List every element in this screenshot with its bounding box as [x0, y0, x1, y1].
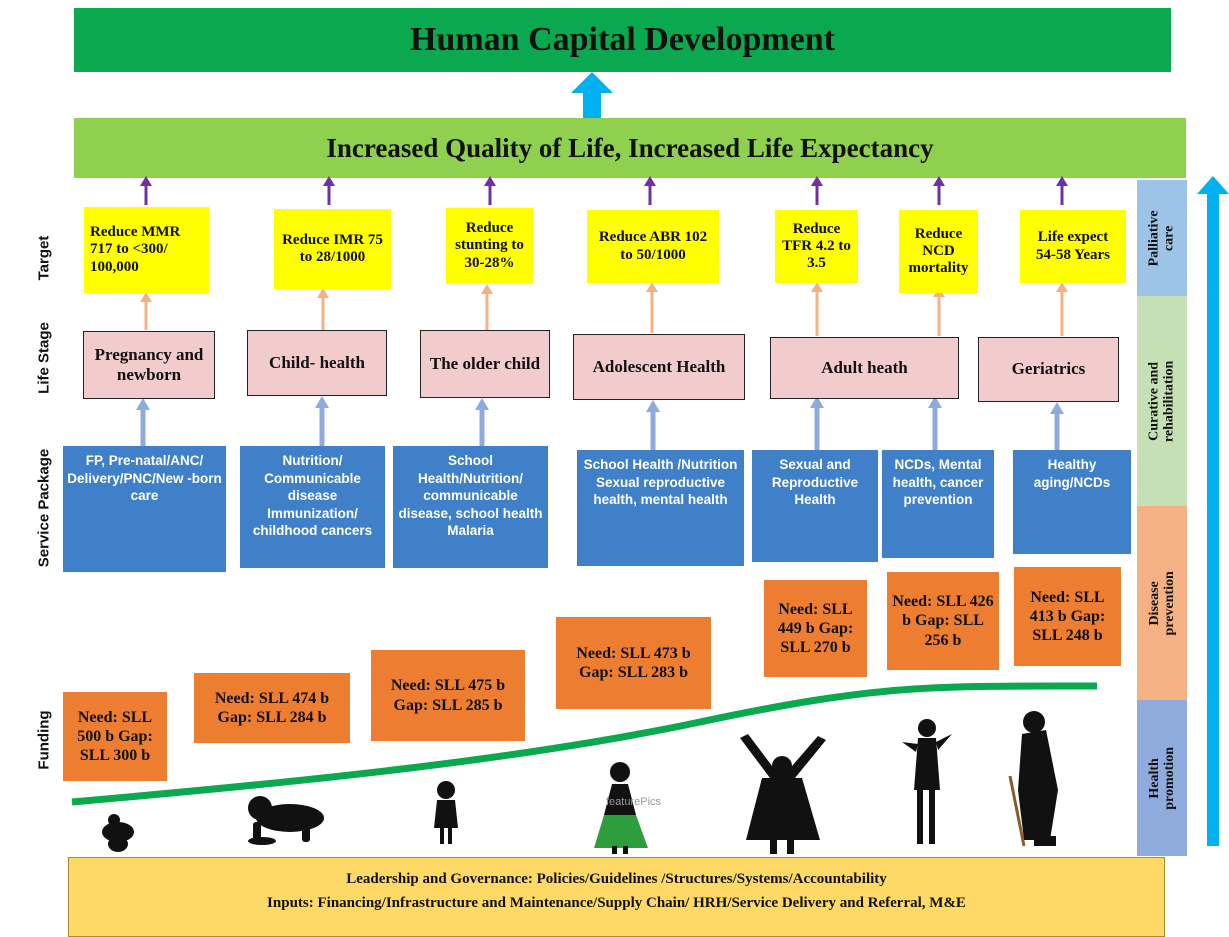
sidebar-curative-rehab: Curative and rehabilitation: [1137, 296, 1187, 506]
woman-silhouette-icon: [902, 719, 952, 844]
funding-box-adult: Need: SLL 449 b Gap: SLL 270 b: [764, 580, 867, 677]
funding-box-geriatrics: Need: SLL 413 b Gap: SLL 248 b: [1014, 567, 1121, 666]
target-box-ncd: Reduce NCD mortality: [899, 210, 978, 293]
outcome-banner: Increased Quality of Life, Increased Lif…: [74, 118, 1186, 178]
sidebar-curative-label: Curative and rehabilitation: [1146, 360, 1178, 442]
funding-box-pregnancy: Need: SLL 500 b Gap: SLL 300 b: [63, 692, 167, 781]
life-stage-adult-health: Adult heath: [770, 337, 959, 399]
funding-box-child: Need: SLL 474 b Gap: SLL 284 b: [194, 673, 350, 743]
title-banner: Human Capital Development: [74, 8, 1171, 72]
graduate-silhouette-icon: [740, 734, 826, 854]
life-stage-older-child: The older child: [420, 330, 550, 398]
target-box-tfr: Reduce TFR 4.2 to 3.5: [775, 210, 858, 283]
target-box-abr: Reduce ABR 102 to 50/1000: [587, 210, 719, 283]
up-arrow-icon: [571, 72, 613, 118]
funding-box-adolescent: Need: SLL 473 b Gap: SLL 283 b: [556, 617, 711, 709]
footer-governance-line: Leadership and Governance: Policies/Guid…: [346, 871, 887, 887]
sidebar-promotion-label: Health promotion: [1146, 746, 1177, 810]
service-package-geriatrics: Healthy aging/NCDs: [1013, 450, 1131, 554]
vertical-progress-arrow-icon: [1197, 176, 1229, 846]
sidebar-disease-prevention: Disease prevention: [1137, 506, 1187, 700]
target-box-life-expectancy: Life expect 54-58 Years: [1020, 210, 1126, 283]
service-package-child: Nutrition/ Communicable disease Immuniza…: [240, 446, 385, 568]
title-text: Human Capital Development: [410, 21, 835, 58]
life-stage-child-health: Child- health: [247, 330, 387, 396]
funding-box-older-child: Need: SLL 475 b Gap: SLL 285 b: [371, 650, 525, 741]
newborn-silhouette-icon: [102, 814, 134, 852]
footer-inputs-line: Inputs: Financing/Infrastructure and Mai…: [267, 895, 966, 911]
service-package-adult: Sexual and Reproductive Health: [752, 450, 878, 562]
service-package-pregnancy: FP, Pre-natal/ANC/ Delivery/PNC/New -bor…: [63, 446, 226, 572]
funding-box-ncd: Need: SLL 426 b Gap: SLL 256 b: [887, 572, 999, 670]
stage-to-target-arrows: [144, 290, 1064, 336]
outcome-text: Increased Quality of Life, Increased Lif…: [326, 132, 934, 163]
life-stage-geriatrics: Geriatrics: [978, 337, 1119, 402]
life-stage-adolescent-health: Adolescent Health: [573, 334, 745, 400]
watermark-text: featurePics: [606, 796, 662, 808]
target-to-outcome-arrows: [144, 184, 1064, 205]
life-stage-pregnancy-newborn: Pregnancy and newborn: [83, 331, 215, 399]
target-box-stunting: Reduce stunting to 30-28%: [446, 208, 533, 284]
life-course-curve: [71, 682, 1098, 806]
sidebar-prevention-label: Disease prevention: [1146, 570, 1178, 636]
target-box-imr: Reduce IMR 75 to 28/1000: [274, 209, 391, 289]
girl-silhouette-icon: [434, 781, 458, 844]
sidebar-palliative-care: Palliative care: [1137, 180, 1187, 296]
elderly-man-silhouette-icon: [1008, 711, 1058, 847]
sidebar-health-promotion: Health promotion: [1137, 700, 1187, 856]
crawling-baby-silhouette-icon: [248, 796, 324, 845]
sidebar-palliative-label: Palliative care: [1146, 210, 1177, 266]
service-package-ncd: NCDs, Mental health, cancer prevention: [882, 450, 994, 558]
adolescent-girl-silhouette-icon: [594, 762, 648, 854]
foundation-footer: Leadership and Governance: Policies/Guid…: [68, 857, 1165, 937]
target-box-mmr: Reduce MMR 717 to <300/ 100,000: [84, 207, 209, 293]
service-package-older-child: School Health/Nutrition/ communicable di…: [393, 446, 548, 568]
service-package-adolescent: School Health /Nutrition Sexual reproduc…: [577, 450, 744, 566]
package-to-stage-arrows: [140, 406, 1060, 450]
